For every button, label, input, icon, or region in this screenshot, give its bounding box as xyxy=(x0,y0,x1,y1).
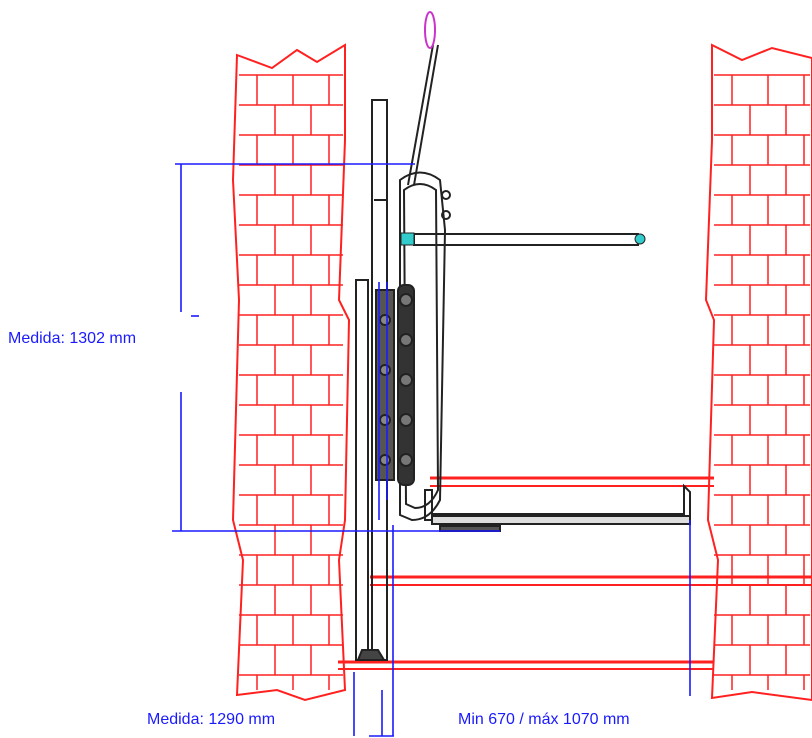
stair-lift-machine xyxy=(355,44,691,661)
width-measurement-label: Medida: 1290 mm xyxy=(147,711,276,728)
left-brick-wall xyxy=(231,43,351,702)
height-measurement-label: Medida: 1302 mm xyxy=(8,330,137,347)
range-measurement-label: Min 670 / máx 1070 mm xyxy=(458,711,630,728)
floor-slabs xyxy=(338,476,812,670)
footplate xyxy=(424,483,691,521)
carriage xyxy=(399,171,447,522)
right-brick-wall xyxy=(704,43,812,702)
armrest xyxy=(413,233,639,246)
handle-rod xyxy=(407,44,439,186)
pivot-icon xyxy=(400,232,415,246)
dimension-lines xyxy=(172,163,691,737)
base-foot xyxy=(356,649,386,661)
handle-grip-icon xyxy=(424,11,436,49)
